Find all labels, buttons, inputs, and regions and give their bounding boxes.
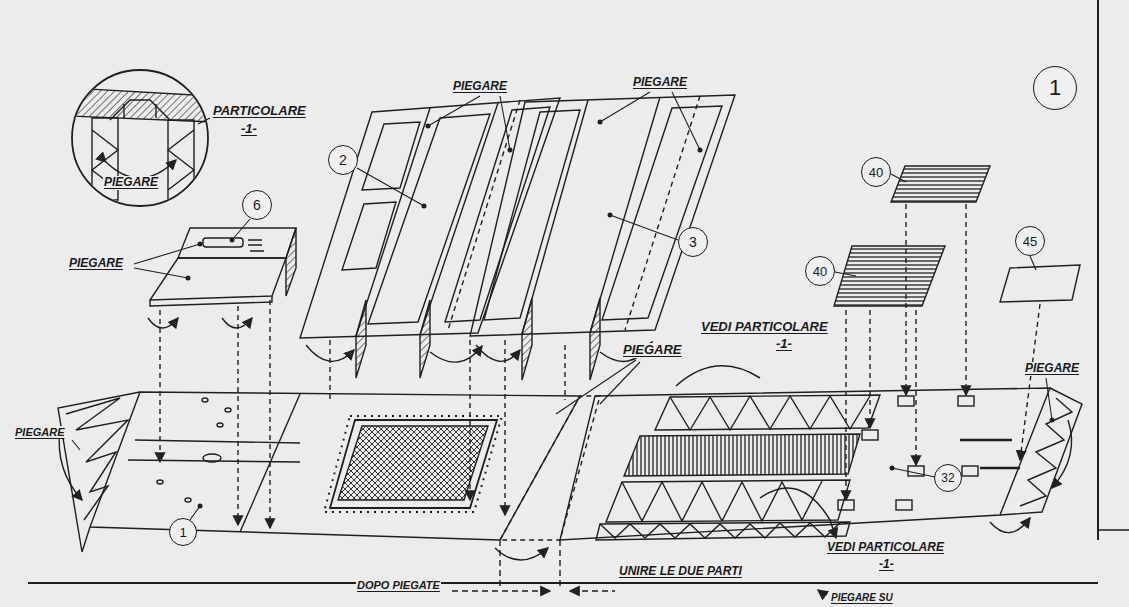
callout-number: 40 — [861, 157, 891, 187]
callout-text: 45 — [1023, 234, 1037, 249]
drawing-note: VEDI PARTICOLARE — [700, 320, 829, 335]
callout-text: 2 — [339, 152, 347, 168]
callout-text: 3 — [689, 234, 697, 250]
callout-number: 3 — [678, 227, 708, 257]
drawing-note: PIEGARE SU — [830, 592, 894, 604]
drawing-note: -1- — [240, 122, 258, 137]
drawing-note: VEDI PARTICOLARE — [826, 541, 945, 555]
drawing-note: DOPO PIEGATE — [356, 579, 441, 592]
callout-text: 1 — [179, 525, 186, 540]
callout-text: 6 — [253, 197, 261, 213]
drawing-note: PIEGARE — [14, 426, 66, 439]
drawing-note: PIEGARE — [68, 257, 124, 271]
drawing-note: UNIRE LE DUE PARTI — [618, 565, 743, 579]
callout-number: 2 — [328, 145, 358, 175]
drawing-note: PIEGARE — [622, 343, 683, 358]
callout-number: 1 — [169, 518, 197, 546]
callout-number: 40 — [805, 256, 835, 286]
callout-text: 1 — [1049, 75, 1061, 101]
drawing-note: -1- — [775, 337, 793, 352]
drawing-note: -1- — [878, 558, 895, 572]
callout-text: 40 — [813, 264, 827, 279]
callout-number: 45 — [1015, 226, 1045, 256]
drawing-note: PIEGARE — [632, 76, 688, 90]
callout-number: 1 — [1033, 66, 1077, 110]
drawing-note: PARTICOLARE — [212, 104, 307, 119]
drawing-note: PIEGARE — [452, 80, 508, 94]
callout-number: 6 — [242, 190, 272, 220]
drawing-note: PIEGARE — [1024, 362, 1080, 376]
callout-text: 40 — [869, 165, 883, 180]
callout-number: 32 — [934, 464, 962, 492]
drawing-note: PIEGARE — [103, 176, 159, 190]
callout-text: 32 — [941, 471, 954, 485]
